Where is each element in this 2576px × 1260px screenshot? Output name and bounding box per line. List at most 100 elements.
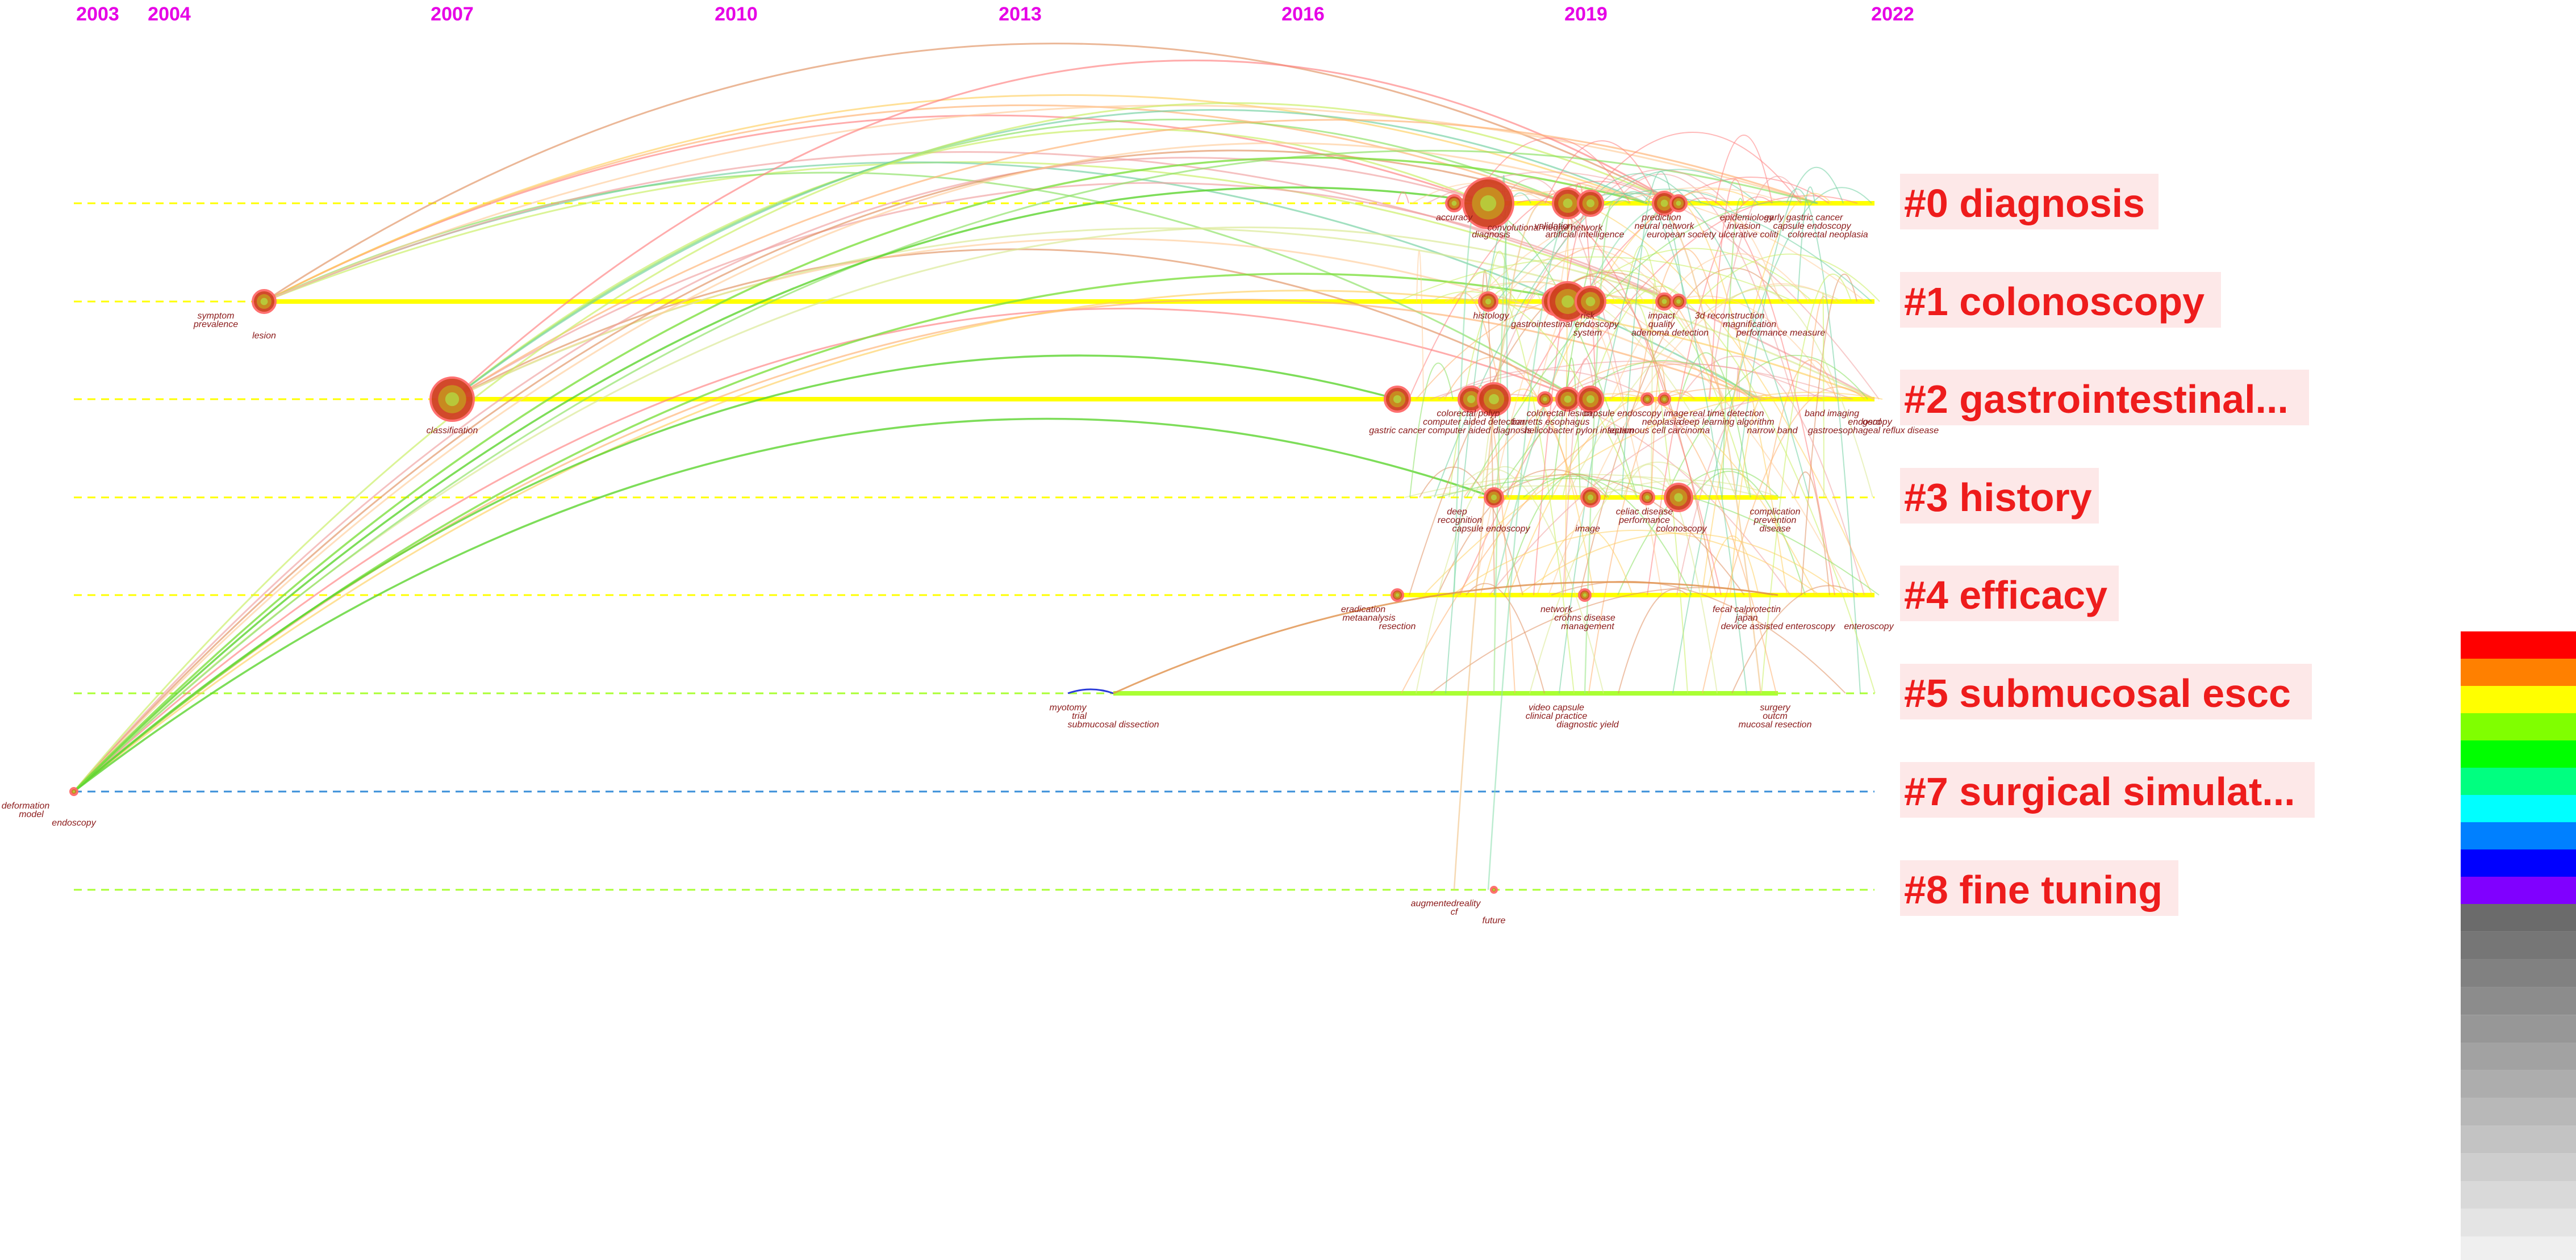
- keyword-label: enteroscopy: [1844, 622, 1894, 631]
- keyword-node[interactable]: [1537, 391, 1553, 407]
- citation-arc: [452, 182, 1676, 400]
- keyword-nodes: [69, 177, 1693, 894]
- keyword-node[interactable]: [1552, 187, 1584, 219]
- keyword-node[interactable]: [1658, 392, 1671, 406]
- keyword-label: artificial intelligence: [1546, 230, 1625, 240]
- keyword-label: quality: [1648, 320, 1675, 329]
- cluster-label-text: #1 colonoscopy: [1904, 279, 2205, 324]
- cluster-label-5[interactable]: #5 submucosal escc: [1900, 664, 2312, 719]
- keyword-label: histology: [1473, 311, 1509, 321]
- keyword-label: gastroesophageal reflux disease: [1808, 426, 1939, 436]
- keyword-label: 3d reconstruction: [1695, 311, 1765, 321]
- citation-arc: [73, 102, 1676, 792]
- keyword-node[interactable]: [1639, 489, 1655, 505]
- citation-arc: [73, 149, 1568, 793]
- legend-swatch: [2461, 1098, 2576, 1126]
- citation-arc: [1672, 187, 1872, 694]
- legend-swatch: [2461, 1015, 2576, 1043]
- citation-arc: [1610, 253, 1809, 400]
- keyword-node[interactable]: [1477, 382, 1511, 416]
- citation-arc: [1404, 474, 1765, 498]
- citation-arc: [1601, 287, 1751, 498]
- citation-arc: [1487, 169, 1729, 400]
- citation-arc: [1487, 250, 1512, 302]
- keyword-label: convolutional neural network: [1488, 223, 1604, 233]
- keyword-node[interactable]: [1555, 387, 1580, 412]
- cluster-label-8[interactable]: #8 fine tuning: [1900, 860, 2178, 916]
- citation-arc: [73, 149, 1818, 793]
- citation-arc: [1686, 197, 1835, 596]
- keyword-node[interactable]: [1384, 386, 1411, 413]
- cluster-label-3[interactable]: #3 history: [1900, 468, 2099, 524]
- keyword-node[interactable]: [1478, 291, 1498, 312]
- cluster-label-text: #7 surgical simulat...: [1904, 769, 2295, 814]
- cluster-label-1[interactable]: #1 colonoscopy: [1900, 272, 2221, 328]
- citation-arc: [1523, 475, 1692, 596]
- keyword-node[interactable]: [1580, 487, 1601, 508]
- citation-arc: [1472, 384, 1515, 694]
- cluster-label-0[interactable]: #0 diagnosis: [1900, 174, 2159, 229]
- keyword-node[interactable]: [429, 376, 475, 422]
- citation-arc: [1761, 274, 1852, 694]
- citation-arc: [1445, 192, 1531, 694]
- citation-arc: [1702, 386, 1865, 694]
- cluster-labels: #0 diagnosis #1 colonoscopy #2 gastrointes…: [1900, 174, 2315, 916]
- year-label-2013: 2013: [999, 3, 1042, 25]
- keyword-node[interactable]: [1575, 286, 1606, 317]
- keyword-node[interactable]: [1391, 588, 1404, 602]
- keyword-node[interactable]: [1484, 487, 1504, 508]
- keyword-node[interactable]: [1578, 588, 1592, 602]
- keyword-label: trial: [1072, 711, 1087, 721]
- keyword-node[interactable]: [1577, 190, 1604, 217]
- citation-arc: [1397, 256, 1795, 302]
- cluster-label-text: #5 submucosal escc: [1904, 671, 2291, 715]
- keyword-node[interactable]: [1655, 292, 1673, 311]
- keyword-label: prevention: [1753, 516, 1797, 525]
- legend-swatch: [2461, 740, 2576, 768]
- keyword-node[interactable]: [1490, 886, 1498, 894]
- citation-arc: [452, 109, 1648, 400]
- citation-arc: [1693, 471, 1806, 596]
- keyword-label: video capsule: [1529, 703, 1584, 713]
- citation-arc: [1480, 287, 1542, 498]
- keyword-label: early gastric cancer: [1764, 213, 1843, 223]
- keyword-node[interactable]: [1669, 194, 1688, 212]
- keyword-label: crohns disease: [1554, 613, 1615, 623]
- keyword-label: cf: [1451, 907, 1459, 917]
- keyword-node[interactable]: [1445, 194, 1463, 212]
- citation-arc: [1609, 391, 1777, 694]
- keyword-node[interactable]: [69, 787, 78, 796]
- keyword-node[interactable]: [252, 289, 277, 314]
- keyword-node[interactable]: [1462, 177, 1514, 229]
- citation-arc: [1501, 248, 1725, 400]
- keyword-label: myotomy: [1050, 703, 1087, 713]
- keyword-label: system: [1573, 328, 1602, 338]
- keyword-label: real time detection: [1690, 409, 1764, 418]
- citation-arc: [73, 273, 1580, 793]
- citation-arc: [1551, 363, 1823, 400]
- legend-swatch: [2461, 631, 2576, 659]
- keyword-node[interactable]: [1640, 392, 1654, 406]
- keyword-label: band imaging: [1805, 409, 1859, 418]
- keyword-node[interactable]: [1458, 386, 1485, 413]
- keyword-label: japan: [1734, 613, 1757, 623]
- citation-arc: [1471, 137, 1631, 204]
- cluster-label-7[interactable]: #7 surgical simulat...: [1900, 762, 2315, 818]
- citation-arc: [451, 59, 1676, 400]
- keyword-label: barretts esophagus: [1512, 417, 1590, 427]
- legend-swatch: [2461, 1153, 2576, 1181]
- keyword-node[interactable]: [1547, 281, 1588, 322]
- keyword-label: future: [1483, 916, 1506, 926]
- keyword-node[interactable]: [1671, 294, 1686, 309]
- citation-arc: [1401, 388, 1780, 694]
- cluster-label-2[interactable]: #2 gastrointestinal...: [1900, 370, 2309, 425]
- keyword-node[interactable]: [1577, 386, 1604, 413]
- year-label-2022: 2022: [1871, 3, 1914, 25]
- cluster-label-4[interactable]: #4 efficacy: [1900, 566, 2119, 621]
- citation-arc: [73, 142, 1648, 793]
- keyword-node[interactable]: [1664, 483, 1693, 512]
- citation-arc: [1518, 533, 1844, 596]
- keyword-label: mucosal resection: [1739, 720, 1812, 730]
- keyword-label: colorectal polyp: [1437, 409, 1500, 418]
- keyword-label: neoplasia: [1642, 417, 1681, 427]
